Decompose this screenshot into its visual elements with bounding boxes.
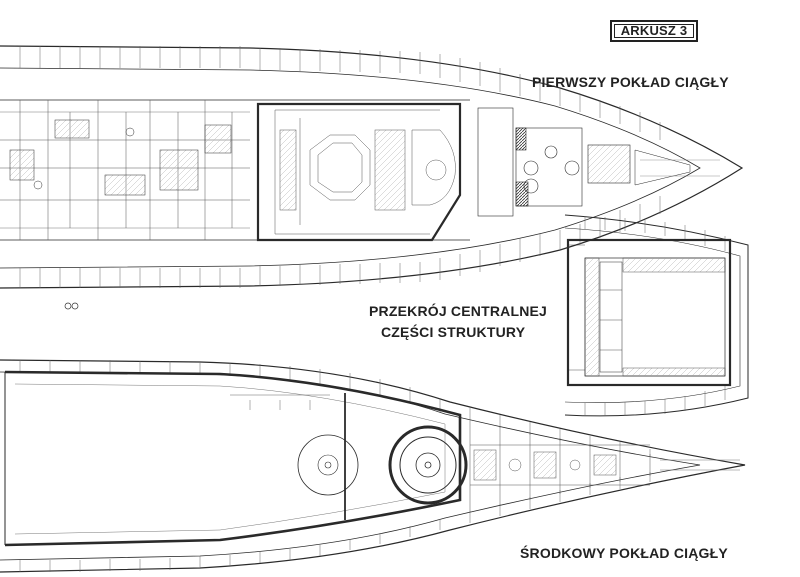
lower-deck-plan: [0, 359, 746, 573]
sheet-label-box: ARKUSZ 3: [610, 20, 698, 42]
upper-deck-plan: [0, 45, 744, 289]
turret-ring-outer: [297, 434, 359, 496]
sheet-label-inner-frame: [614, 24, 694, 38]
central-section-drawing: [564, 214, 749, 417]
small-mark: [64, 302, 79, 310]
upper-deck-title: PIERWSZY POKŁAD CIĄGŁY: [532, 74, 729, 90]
section-outer-hull: [564, 214, 749, 417]
section-central-block: [566, 238, 732, 387]
sheet-label: ARKUSZ 3: [620, 23, 688, 38]
turret-ring-inner: [388, 425, 468, 505]
lower-deck-central-block: [4, 370, 462, 547]
lower-deck-hull-outline: [0, 359, 746, 573]
section-title-line-2: CZĘŚCI STRUKTURY: [381, 324, 526, 340]
upper-deck-inner-hull: [0, 67, 701, 269]
upper-deck-hull-outline: [0, 45, 744, 289]
section-title-line-1: PRZEKRÓJ CENTRALNEJ: [369, 303, 548, 319]
upper-deck-central-block: [256, 102, 462, 242]
lower-deck-title: ŚRODKOWY POKŁAD CIĄGŁY: [520, 545, 728, 561]
